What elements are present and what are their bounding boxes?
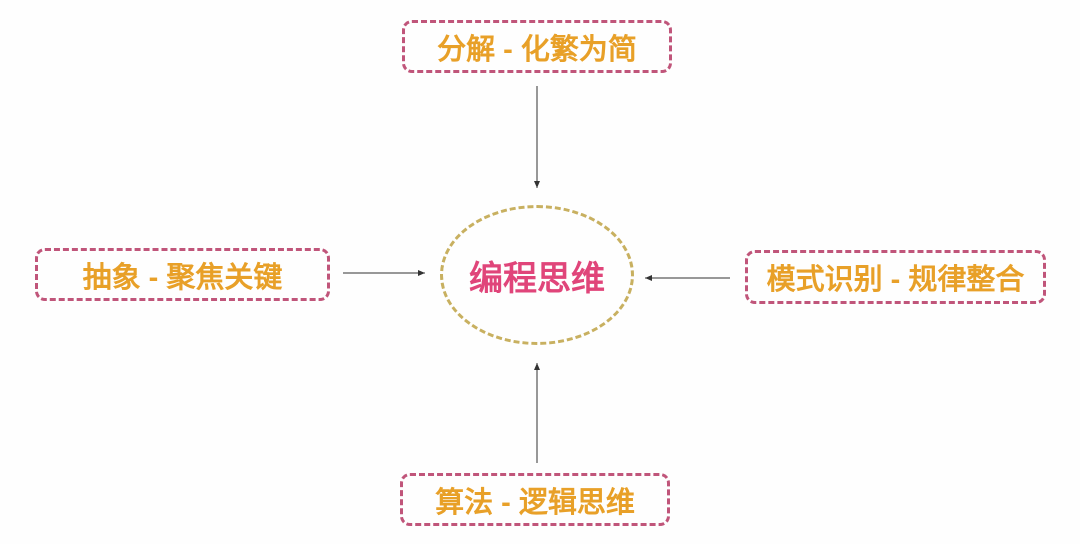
node-algorithm: 算法 - 逻辑思维 bbox=[400, 473, 670, 526]
node-pattern-recognition: 模式识别 - 规律整合 bbox=[745, 250, 1046, 304]
node-abstraction: 抽象 - 聚焦关键 bbox=[35, 248, 330, 301]
center-node: 编程思维 bbox=[440, 205, 634, 345]
node-decomposition: 分解 - 化繁为简 bbox=[402, 20, 672, 73]
